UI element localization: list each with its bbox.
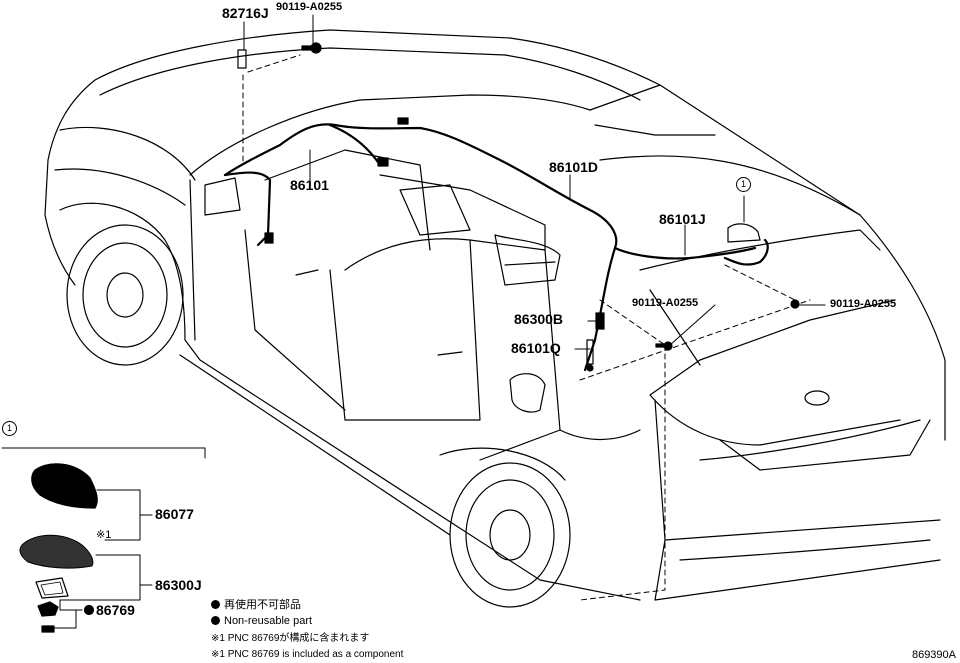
legend-ja: 再使用不可部品 bbox=[211, 600, 301, 611]
bullet-icon bbox=[211, 616, 220, 625]
part-label-86300B: 86300B bbox=[514, 311, 564, 327]
bullet-icon bbox=[211, 600, 220, 609]
drawing-code: 869390A bbox=[911, 649, 956, 661]
part-label-86101Q: 86101Q bbox=[511, 340, 561, 356]
part-label-bolt-mid: 90119-A0255 bbox=[632, 297, 699, 309]
antenna-circle-marker: 1 bbox=[736, 177, 751, 192]
legend-en-text: Non-reusable part bbox=[224, 615, 313, 627]
part-label-82716J: 82716J bbox=[222, 5, 269, 21]
part-label-86101J: 86101J bbox=[659, 211, 706, 227]
detail-circle-marker: 1 bbox=[2, 421, 17, 436]
detail-inset bbox=[1, 447, 206, 633]
part-label-bolt-right: 90119-A0255 bbox=[830, 298, 897, 310]
legend-ja-text: 再使用不可部品 bbox=[224, 599, 301, 611]
note-ja: ※1 PNC 86769が構成に含まれます bbox=[211, 633, 370, 644]
part-label-86769: 86769 bbox=[96, 602, 135, 618]
part-label-bolt-top: 90119-A0255 bbox=[276, 1, 343, 13]
part-label-86101: 86101 bbox=[290, 177, 329, 193]
part-label-86077: 86077 bbox=[155, 506, 194, 522]
leader-lines bbox=[242, 54, 811, 601]
antenna-cord bbox=[223, 123, 769, 372]
part-label-86101D: 86101D bbox=[549, 159, 599, 175]
note-reference-marker: ※1 bbox=[96, 529, 112, 541]
vehicle-body bbox=[44, 29, 946, 608]
fasteners bbox=[237, 42, 800, 372]
label-leaders bbox=[243, 14, 826, 350]
legend-en: Non-reusable part bbox=[211, 616, 312, 627]
note-en: ※1 PNC 86769 is included as a component bbox=[211, 649, 404, 660]
part-label-86300J: 86300J bbox=[155, 577, 202, 593]
